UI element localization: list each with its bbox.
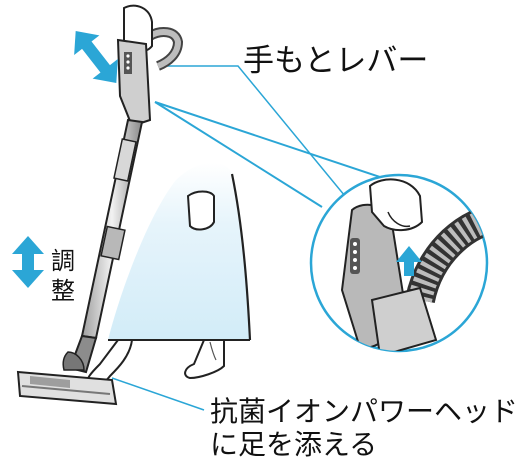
callout-lines — [111, 65, 384, 411]
power-head-label-line-1: 抗菌イオンパワーヘッド — [210, 395, 519, 428]
double-arrow-icon — [12, 236, 44, 288]
adjust-label: 調 整 — [48, 246, 78, 306]
power-head-label-line-2: に足を添える — [210, 428, 378, 461]
person-skirt — [108, 162, 252, 341]
zoom-circle — [309, 173, 489, 353]
arrow-up-icon — [396, 246, 422, 276]
adjust-label-char-1: 調 — [51, 247, 75, 275]
handle-lever-label: 手もとレバー — [243, 43, 429, 79]
adjust-label-char-2: 整 — [51, 277, 75, 305]
double-arrow-icon — [74, 30, 118, 84]
vacuum-cleaner — [16, 4, 184, 406]
